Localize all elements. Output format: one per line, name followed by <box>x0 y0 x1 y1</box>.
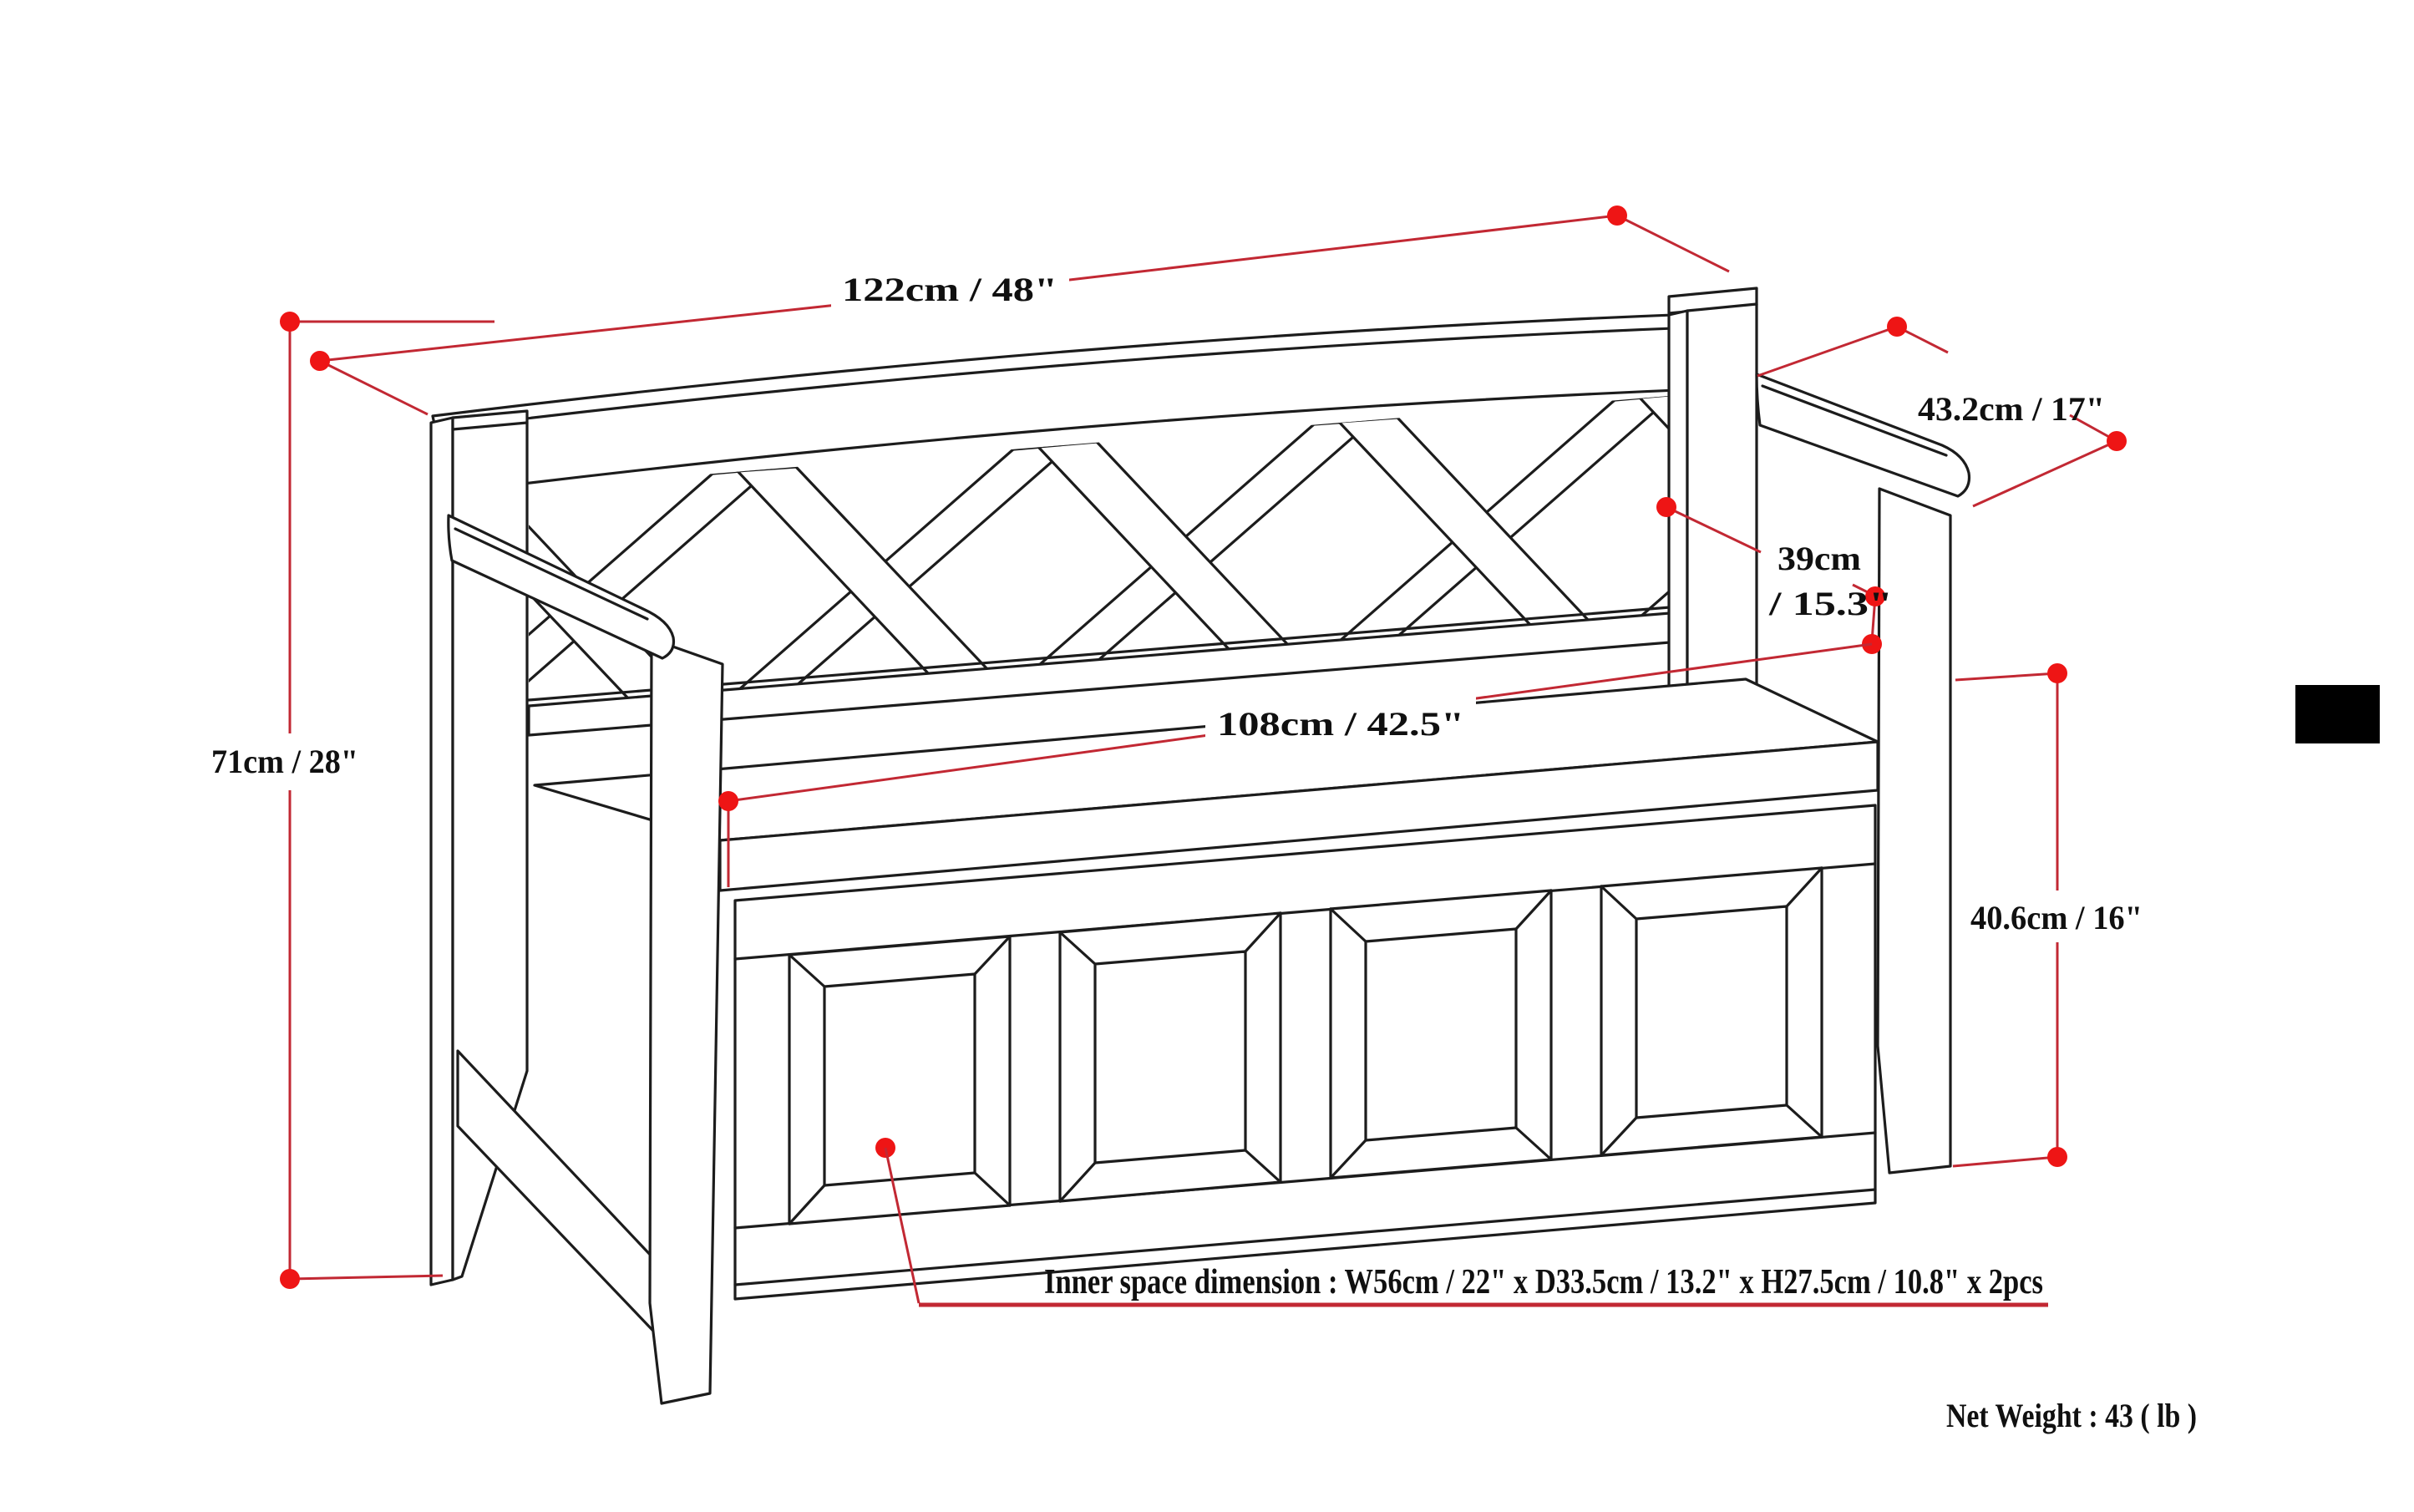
back-post-right <box>1667 287 1758 733</box>
dim-overall-width <box>310 205 1730 416</box>
label-backgrounds <box>207 264 2152 942</box>
censor-block <box>2295 685 2380 743</box>
marker-dot <box>1887 317 1907 337</box>
dim-inner-space-leader <box>875 1138 2048 1307</box>
arm-post-right <box>1876 487 1952 1175</box>
marker-dot <box>1656 497 1676 517</box>
dim-depth <box>1757 317 2127 508</box>
marker-dot <box>2047 1147 2067 1167</box>
back-post-left <box>429 409 529 1286</box>
arm-post-left <box>648 637 724 1405</box>
armrest-right <box>1755 373 1971 498</box>
label-overall-height: 71cm / 28" <box>211 743 358 780</box>
lattice-slat <box>736 465 990 677</box>
marker-dot <box>2047 663 2067 683</box>
dimension-labels: 122cm / 48" 71cm / 28" 43.2cm / 17" 39cm… <box>211 271 2197 1434</box>
dim-back-height <box>1656 497 1885 654</box>
label-back-height-line1: 39cm <box>1778 540 1861 577</box>
note-net-weight: Net Weight : 43 ( lb ) <box>1946 1397 2197 1434</box>
marker-dot <box>1865 586 1885 606</box>
marker-dot <box>1607 205 1627 226</box>
marker-dot <box>310 351 330 371</box>
marker-dot <box>718 791 738 811</box>
dim-overall-height <box>280 312 494 1289</box>
door-panel-4 <box>1600 866 1823 1157</box>
marker-dot <box>280 312 300 332</box>
dimension-annotations <box>280 205 2127 1307</box>
lattice-slat <box>1337 416 1591 627</box>
armrest-left <box>447 514 676 660</box>
lattice-slat <box>1037 440 1291 652</box>
label-overall-width: 122cm / 48" <box>842 271 1057 308</box>
door-panel-3 <box>1329 889 1553 1180</box>
label-back-height-line2: / 15.3" <box>1768 585 1893 622</box>
marker-dot <box>280 1269 300 1289</box>
note-inner-space: Inner space dimension : W56cm / 22" x D3… <box>1044 1263 2043 1301</box>
bench-drawing <box>429 287 1971 1405</box>
door-panel-1 <box>788 935 1012 1225</box>
dim-seat-height <box>1952 663 2067 1168</box>
storage-box-front <box>733 804 1877 1301</box>
door-panel-2 <box>1058 911 1282 1203</box>
marker-dot <box>2107 431 2127 451</box>
label-seat-height: 40.6cm / 16" <box>1970 899 2143 936</box>
label-seat-width: 108cm / 42.5" <box>1217 705 1464 743</box>
label-depth: 43.2cm / 17" <box>1918 390 2105 428</box>
side-stretcher-left <box>456 1049 670 1348</box>
